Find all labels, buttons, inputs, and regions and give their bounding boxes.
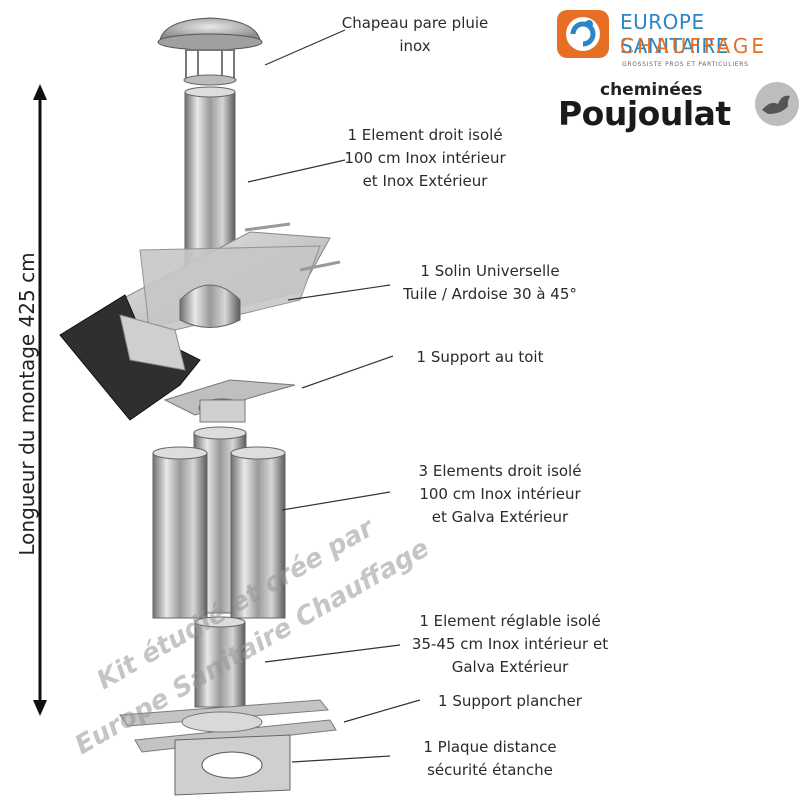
label-text: inox xyxy=(399,37,431,55)
label-rain-cap: Chapeau pare pluie inox xyxy=(330,12,500,58)
roof-flashing xyxy=(59,222,341,421)
label-text: 100 cm Inox intérieur xyxy=(419,485,581,503)
label-text: 35-45 cm Inox intérieur et xyxy=(411,635,609,653)
europe-sanitaire-logo-line2: CHAUFFAGE xyxy=(620,34,767,58)
label-text: 1 Support au toit xyxy=(416,348,544,366)
label-text: et Inox Extérieur xyxy=(362,172,488,190)
adjustable-element xyxy=(194,616,246,708)
rain-cap xyxy=(157,17,263,86)
label-floor-support: 1 Support plancher xyxy=(415,690,605,713)
label-text: 1 Solin Universelle xyxy=(420,262,560,280)
leader-lines xyxy=(247,29,421,763)
label-flashing: 1 Solin Universelle Tuile / Ardoise 30 à… xyxy=(385,260,595,306)
label-roof-support: 1 Support au toit xyxy=(385,346,575,369)
assembly-length-label: Longueur du montage 425 cm xyxy=(15,252,39,556)
label-three-elements: 3 Elements droit isolé 100 cm Inox intér… xyxy=(390,460,610,529)
poujoulat-cat-logo xyxy=(755,82,799,126)
sealing-plate xyxy=(174,734,291,796)
label-text: 3 Elements droit isolé xyxy=(418,462,582,480)
label-text: 100 cm Inox intérieur xyxy=(344,149,506,167)
label-text: 1 Support plancher xyxy=(438,692,582,710)
label-text: sécurité étanche xyxy=(427,761,553,779)
poujoulat-logo-line2: Poujoulat xyxy=(558,94,731,133)
label-adjustable-element: 1 Element réglable isolé 35-45 cm Inox i… xyxy=(385,610,635,679)
europe-sanitaire-logo-line1: EUROPE SANITAIRE xyxy=(620,10,729,58)
label-sealing-plate: 1 Plaque distance sécurité étanche xyxy=(395,736,585,782)
three-straight-elements xyxy=(152,426,286,619)
label-text: Galva Extérieur xyxy=(451,658,569,676)
label-top-element: 1 Element droit isolé 100 cm Inox intéri… xyxy=(330,124,520,193)
label-text: 1 Plaque distance xyxy=(423,738,557,756)
dimension-arrow xyxy=(33,84,47,716)
poujoulat-logo-line1: cheminées xyxy=(600,80,703,100)
label-text: 1 Element droit isolé xyxy=(347,126,503,144)
top-straight-element xyxy=(184,86,236,273)
label-text: 1 Element réglable isolé xyxy=(419,612,601,630)
label-text: Chapeau pare pluie xyxy=(341,14,489,32)
europe-sanitaire-logo-mark xyxy=(557,10,609,58)
europe-sanitaire-tagline: GROSSISTE PROS ET PARTICULIERS xyxy=(622,61,749,68)
label-text: et Galva Extérieur xyxy=(431,508,569,526)
roof-support xyxy=(163,379,296,423)
label-text: Tuile / Ardoise 30 à 45° xyxy=(403,285,577,303)
